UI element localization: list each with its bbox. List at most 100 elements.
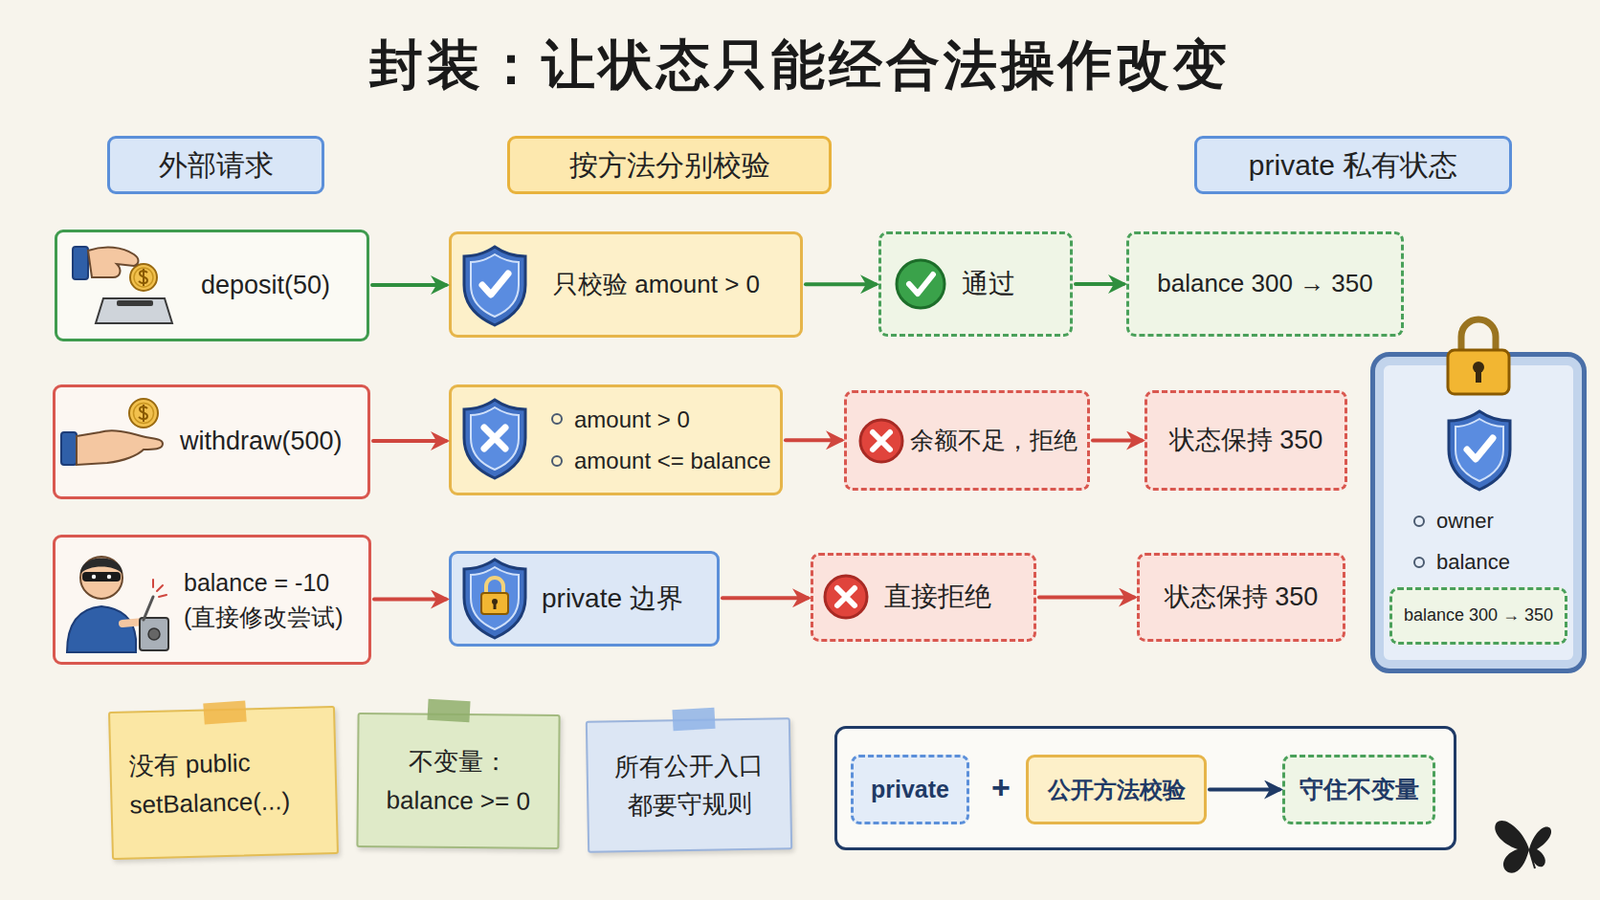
thief-icon <box>122 622 144 624</box>
state-box: balance 300 → 350 <box>1126 231 1404 337</box>
text-row: 守住不变量 <box>1299 774 1420 806</box>
text-row: withdraw(500) <box>179 424 343 459</box>
sticky-note: 不变量： balance >= 0 <box>355 712 560 850</box>
node-text: 直接拒绝 <box>884 581 992 612</box>
shield-lock-icon <box>486 577 504 595</box>
bullet-dot <box>551 455 563 467</box>
text-row: amount > 0 <box>551 404 690 435</box>
text-group: 外部请求 <box>158 146 274 184</box>
text-group: 所有公开入口 都要守规则 <box>604 745 773 826</box>
state-box: 状态保持 350 <box>1144 390 1348 491</box>
check-box: 只校验 amount > 0 <box>448 231 803 338</box>
thief-icon <box>91 575 96 579</box>
node-text: balance = -10 <box>183 569 330 597</box>
node-text: 守住不变量 <box>1299 776 1420 803</box>
node-text: balance 300 → 350 <box>1403 605 1554 625</box>
text-group: deposit(50) <box>200 268 331 303</box>
shield-lock-icon <box>464 559 526 639</box>
text-row: owner <box>1413 500 1494 542</box>
text-group: amount > 0amount <= balance <box>551 404 772 476</box>
state-box: 状态保持 350 <box>1136 553 1346 643</box>
text-row: balance 300 → 350 <box>1403 604 1554 627</box>
column-header: private 私有状态 <box>1194 135 1512 195</box>
bullet-dot <box>1413 556 1425 569</box>
text-row: 没有 public setBalance(...) <box>128 742 319 825</box>
flow-arrow <box>785 438 842 443</box>
text-row: balance = -10 <box>183 565 330 600</box>
text-row: 外部请求 <box>158 146 274 184</box>
tape-strip <box>202 700 246 725</box>
request-box: balance = -10 (直接修改尝试) <box>52 534 372 666</box>
formula-term: 公开方法校验 <box>1025 755 1207 825</box>
node-text: deposit(50) <box>200 270 331 300</box>
text-row: private 私有状态 <box>1248 146 1458 184</box>
butterfly-logo <box>1529 826 1552 867</box>
thief-icon <box>66 556 169 653</box>
text-row: balance <box>1413 541 1511 583</box>
text-group: private <box>870 774 950 806</box>
thief-icon <box>107 575 112 579</box>
bullet-dot <box>1413 515 1425 528</box>
deposit-hand-icon <box>95 298 173 324</box>
text-row: 所有公开入口 都要守规则 <box>604 745 773 826</box>
text-group: 只校验 amount > 0 <box>553 268 760 302</box>
thief-icon <box>66 606 136 653</box>
boundary-box: private 边界 <box>448 551 720 647</box>
node-text: balance 300 → 350 <box>1156 268 1374 298</box>
text-row: 不变量： balance >= 0 <box>376 741 542 821</box>
butterfly-logo <box>1494 821 1530 874</box>
text-group: withdraw(500) <box>179 424 343 459</box>
shield-lock-icon <box>464 559 526 639</box>
panel-padlock-icon <box>1472 361 1485 374</box>
node-text: 通过 <box>961 268 1016 299</box>
reject-cross-icon <box>824 576 867 619</box>
pass-check-icon <box>896 260 945 309</box>
sticky-note: 没有 public setBalance(...) <box>108 706 339 861</box>
text-group: 通过 <box>961 266 1016 302</box>
text-row: 状态保持 350 <box>1164 580 1319 615</box>
result-box: 余额不足，拒绝 <box>844 390 1090 491</box>
deposit-hand-icon <box>138 268 148 287</box>
panel-padlock-icon <box>1475 369 1482 383</box>
panel-shield-icon <box>1448 411 1511 490</box>
pass-check-icon <box>909 274 934 294</box>
node-text: 余额不足，拒绝 <box>910 426 1078 454</box>
text-row: deposit(50) <box>200 268 331 303</box>
result-box: 直接拒绝 <box>810 553 1037 643</box>
flow-arrow <box>805 282 876 287</box>
node-text: owner <box>1436 500 1494 542</box>
flow-arrow <box>1092 439 1142 444</box>
formula-term: 守住不变量 <box>1282 755 1436 825</box>
result-box: 通过 <box>878 231 1073 337</box>
deposit-hand-icon <box>133 267 154 288</box>
text-group: 按方法分别校验 <box>569 146 771 184</box>
reject-cross-icon <box>872 432 890 450</box>
text-group: private 边界 <box>541 581 684 617</box>
text-group: 公开方法校验 <box>1047 775 1186 805</box>
text-row: (直接修改尝试) <box>183 600 344 635</box>
panel-padlock-icon <box>1461 319 1496 356</box>
shield-lock-icon <box>491 599 498 605</box>
text-row: 直接拒绝 <box>884 579 992 615</box>
shield-lock-icon <box>481 593 509 615</box>
withdraw-hand-icon <box>129 399 158 428</box>
withdraw-hand-icon <box>61 432 77 466</box>
reject-cross-icon <box>824 576 867 619</box>
column-header: 外部请求 <box>107 135 325 195</box>
withdraw-hand-icon <box>133 403 155 424</box>
panel-padlock-icon <box>1447 350 1510 395</box>
node-text: private 边界 <box>541 583 684 614</box>
text-row: 余额不足，拒绝 <box>910 424 1078 457</box>
text-group: 状态保持 350 <box>1169 423 1324 458</box>
node-text: 外部请求 <box>158 149 274 181</box>
text-row: 公开方法校验 <box>1047 775 1186 805</box>
thief-icon <box>148 628 160 641</box>
thief-icon <box>80 558 123 576</box>
node-text: 所有公开入口 都要守规则 <box>613 750 763 821</box>
request-box: deposit(50) <box>54 229 370 342</box>
butterfly-logo <box>1529 849 1535 869</box>
text-group: 没有 public setBalance(...) <box>128 742 319 825</box>
text-group: 守住不变量 <box>1299 774 1420 806</box>
